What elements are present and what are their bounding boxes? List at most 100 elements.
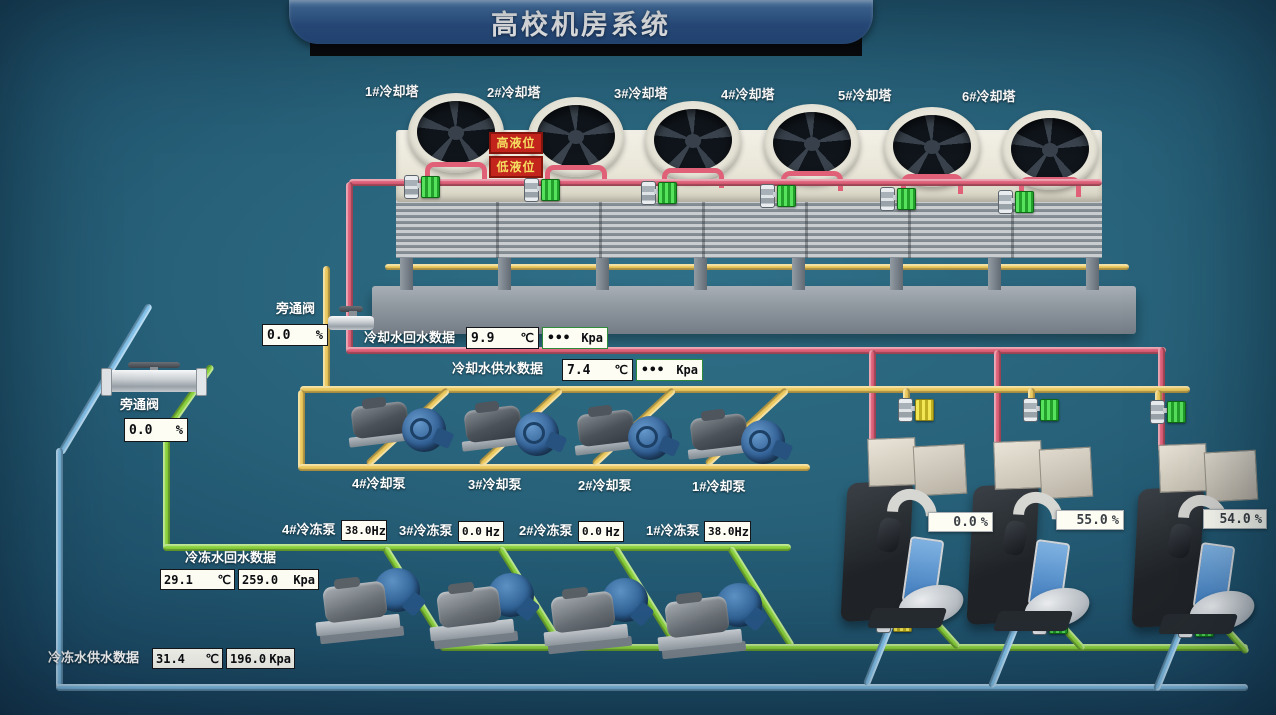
chiller2-supply-valve-icon[interactable]	[1023, 397, 1059, 422]
manifold-bracket	[662, 168, 724, 188]
tower-label-6: 6#冷却塔	[962, 89, 1016, 104]
chilled-pump-3-icon[interactable]	[429, 573, 541, 653]
cooling-return-label: 冷却水回水数据	[364, 330, 456, 345]
chiller-1-load-unit: %	[980, 515, 988, 529]
cooling-supply-chiller-stub-1	[903, 388, 910, 406]
chilled-return-pressure-unit: Kpa	[293, 572, 315, 587]
chilled-supply-header	[163, 544, 791, 551]
cooling-pump-1-label: 1#冷却泵	[692, 479, 746, 494]
tower-valve-icon[interactable]	[760, 183, 796, 208]
cooling-supply-pressure-box: ••• Kpa	[636, 359, 703, 381]
cooling-supply-left-drop	[298, 390, 305, 470]
cooling-return-temp-box: 9.9 ℃	[466, 327, 539, 349]
bypass-valve-left-value-box: 0.0 %	[124, 418, 188, 442]
bypass-valve-top-label: 旁通阀	[276, 301, 316, 316]
cooling-return-temp: 9.9	[471, 330, 495, 346]
tower-label-2: 2#冷却塔	[487, 85, 541, 100]
cooling-return-pipe-main	[346, 347, 1166, 354]
bypass-valve-left-icon[interactable]	[101, 362, 207, 396]
chiller3-supply-valve-icon[interactable]	[1150, 399, 1186, 424]
cooling-supply-lower-header	[298, 464, 810, 471]
chiller-1-load: 0.0	[953, 514, 977, 530]
bypass-left-unit: %	[175, 423, 183, 437]
chilled-pump-2-icon[interactable]	[543, 578, 655, 658]
fan-icon	[884, 107, 980, 187]
cooling-pump-4-label: 4#冷却泵	[352, 476, 406, 491]
chiller-2-load: 55.0	[1076, 512, 1108, 528]
manifold-bracket	[425, 162, 487, 182]
chilled-return-left-riser	[56, 448, 63, 688]
fan-icon	[1002, 110, 1098, 190]
manifold-bracket	[545, 165, 607, 185]
cooling-return-pipe-left-drop	[346, 182, 353, 354]
tower-label-1: 1#冷却塔	[365, 84, 419, 99]
bypass-valve-top-icon[interactable]	[328, 306, 374, 332]
tower-valve-icon[interactable]	[880, 186, 916, 211]
cooling-pump-2-label: 2#冷却泵	[578, 478, 632, 493]
chilled-supply-bottom-main	[440, 644, 1248, 651]
tower-valve-icon[interactable]	[524, 177, 560, 202]
cooling-supply-pressure: •••	[641, 362, 665, 378]
chilled-pump-2-label: 2#冷冻泵	[519, 523, 573, 538]
fan-hub-icon	[448, 126, 464, 140]
chilled-pump-1-icon[interactable]	[657, 583, 769, 663]
cooling-return-drop-chiller-2	[994, 350, 1001, 450]
cooling-supply-header	[300, 386, 1190, 393]
chilled-pump-4-label: 4#冷冻泵	[282, 522, 336, 537]
chilled-supply-left-riser	[163, 424, 170, 550]
chilled-return-temp-box: 29.1 ℃	[160, 569, 235, 590]
chilled-pump-1-freq-unit: Hz	[734, 524, 749, 539]
chilled-return-temp-unit: ℃	[217, 572, 231, 587]
cooling-pump-2-icon[interactable]	[574, 404, 681, 476]
cooling-pump-4-icon[interactable]	[348, 396, 455, 468]
cooling-tower-louvers	[396, 200, 1102, 258]
chilled-pump-1-freq: 38.0	[708, 525, 735, 538]
fan-icon	[528, 97, 624, 177]
fan-hub-icon	[924, 140, 940, 154]
chiller-3-load: 54.0	[1219, 511, 1251, 527]
bypass-valve-left-label: 旁通阀	[120, 397, 160, 412]
chiller-1-load-box: 0.0 %	[928, 512, 993, 532]
chilled-pump-3-freq-unit: Hz	[485, 524, 500, 539]
chilled-pump-2-freq-box: 0.0 Hz	[578, 521, 624, 542]
cooling-supply-temp-unit: ℃	[614, 363, 628, 377]
fan-icon	[408, 93, 504, 173]
chiller-3-load-unit: %	[1254, 512, 1262, 526]
chiller-2-icon[interactable]	[966, 440, 1094, 636]
chiller-1-icon[interactable]	[840, 437, 968, 633]
cooling-pump-3-icon[interactable]	[461, 400, 568, 472]
cooling-pump-3-label: 3#冷却泵	[468, 477, 522, 492]
cooling-tower-base	[372, 286, 1136, 334]
tower-valve-icon[interactable]	[998, 189, 1034, 214]
cooling-return-pressure-box: ••• Kpa	[542, 327, 608, 349]
chilled-pump-3-label: 3#冷冻泵	[399, 523, 453, 538]
chilled-pump-4-freq-unit: Hz	[371, 523, 386, 538]
chilled-return-label: 冷冻水回水数据	[185, 550, 277, 565]
chiller-2-load-box: 55.0 %	[1056, 510, 1124, 530]
chilled-supply-pressure-box: 196.0 Kpa	[226, 648, 295, 669]
chiller-3-icon[interactable]	[1131, 443, 1259, 639]
chilled-supply-pressure: 196.0	[230, 651, 267, 666]
cooling-supply-temp: 7.4	[567, 362, 591, 378]
chilled-pump-2-freq-unit: Hz	[605, 524, 620, 539]
chilled-pump-1-label: 1#冷冻泵	[646, 523, 700, 538]
chilled-return-bottom-main	[56, 684, 1248, 691]
chilled-supply-pressure-unit: Kpa	[269, 651, 291, 666]
chiller1-supply-valve-icon[interactable]	[898, 397, 934, 422]
tower-label-4: 4#冷却塔	[721, 87, 775, 102]
chilled-supply-temp: 31.4	[156, 651, 185, 666]
chilled-pump-3-freq-box: 0.0 Hz	[458, 521, 504, 542]
tower-valve-icon[interactable]	[641, 180, 677, 205]
chilled-pump-4-freq-box: 38.0 Hz	[341, 520, 387, 541]
fan-icon	[645, 101, 741, 181]
chilled-pump-4-freq: 38.0	[345, 524, 372, 537]
cooling-pump-1-icon[interactable]	[687, 408, 794, 480]
chilled-pump-4-icon[interactable]	[315, 568, 427, 648]
tower-valve-icon[interactable]	[404, 174, 440, 199]
page-title: 高校机房系统	[491, 9, 671, 40]
fan-hub-icon	[804, 137, 820, 151]
bypass-left-value: 0.0	[129, 422, 153, 438]
bypass-top-unit: %	[315, 328, 323, 342]
cooling-supply-temp-box: 7.4 ℃	[562, 359, 633, 381]
cooling-return-temp-unit: ℃	[520, 331, 534, 345]
